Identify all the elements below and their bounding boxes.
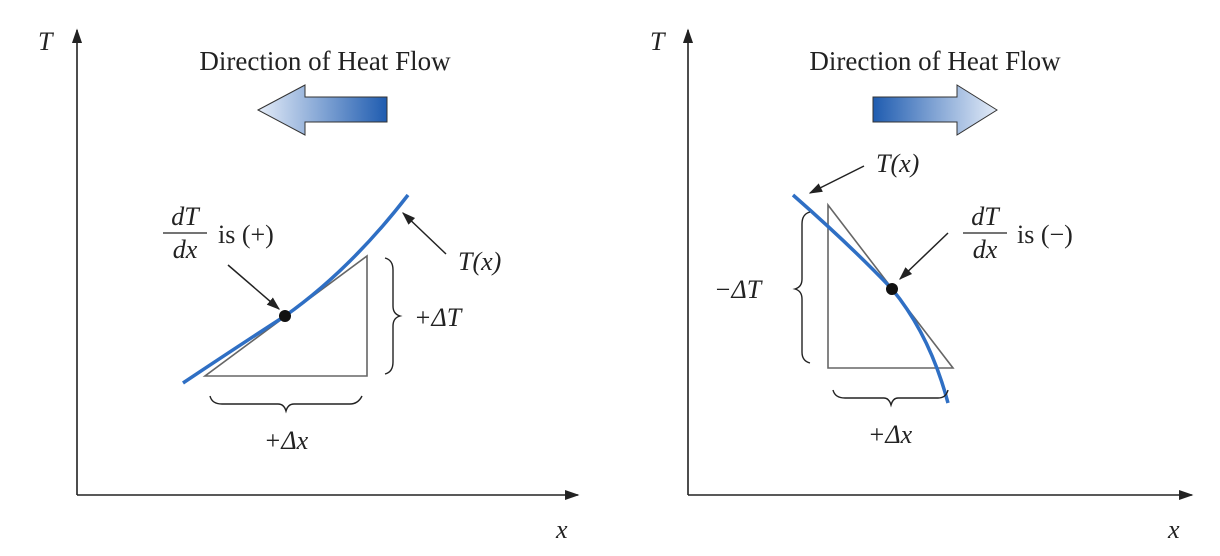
right-heat-flow-arrow: [872, 84, 998, 136]
right-curve-pointer-arrow: [808, 165, 865, 194]
left-title: Direction of Heat Flow: [199, 46, 451, 76]
right-slope-pointer-arrow: [899, 232, 949, 280]
left-delta-x-brace: [209, 395, 363, 414]
left-delta-t-label: +ΔT: [414, 303, 463, 332]
right-tangent-point: [886, 283, 898, 295]
left-delta-t-brace: [384, 257, 403, 375]
right-delta-t-label: −ΔT: [714, 275, 763, 304]
left-curve-pointer-arrow: [402, 212, 447, 255]
left-x-axis-label: x: [555, 515, 568, 544]
right-curve-label: T(x): [876, 149, 919, 178]
right-x-axis-label: x: [1167, 515, 1180, 544]
left-heat-flow-arrow: [256, 84, 388, 136]
right-temperature-curve: [791, 193, 950, 404]
left-delta-x-label: +Δx: [264, 426, 309, 455]
left-slope-numerator: dT: [171, 202, 200, 231]
right-delta-x-brace: [832, 389, 949, 408]
left-curve-label: T(x): [458, 247, 501, 276]
left-tangent-point: [279, 310, 291, 322]
left-slope-denominator: dx: [173, 235, 198, 264]
left-slope-sign: is (+): [218, 220, 274, 249]
right-delta-t-brace: [792, 211, 811, 364]
right-slope-numerator: dT: [971, 202, 1000, 231]
right-delta-x-label: +Δx: [868, 420, 913, 449]
right-slope-sign: is (−): [1017, 220, 1073, 249]
left-slope-pointer-arrow: [227, 264, 281, 310]
left-temperature-curve: [182, 193, 410, 385]
right-panel: T x Direction of Heat Flow −ΔT +Δx dT dx…: [650, 27, 1194, 544]
left-panel: T x Direction of Heat Flow +ΔT +Δx dT dx…: [38, 27, 580, 544]
right-title: Direction of Heat Flow: [809, 46, 1061, 76]
left-y-axis-label: T: [38, 27, 54, 56]
right-y-axis-label: T: [650, 27, 666, 56]
right-slope-denominator: dx: [973, 235, 998, 264]
